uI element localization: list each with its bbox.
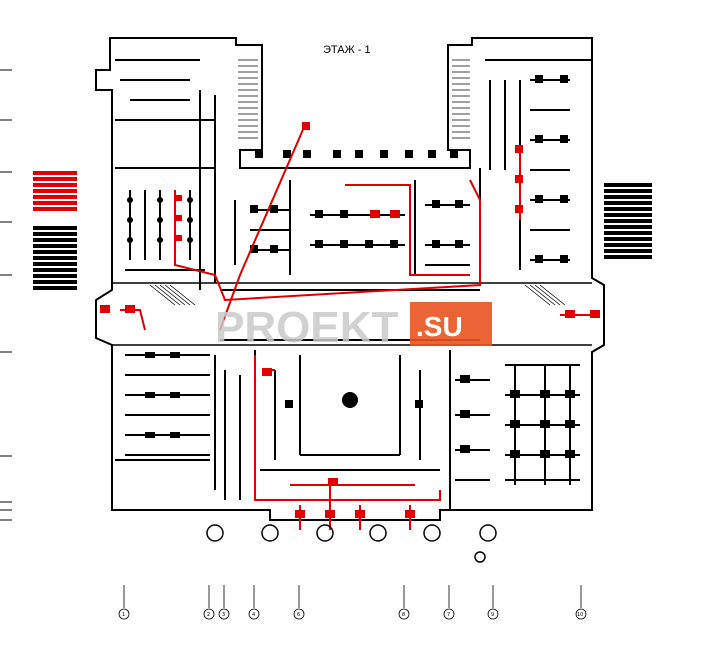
axis-label: 9 xyxy=(491,612,494,618)
watermark-suffix-box xyxy=(410,302,492,346)
legend-red xyxy=(33,171,77,211)
axis-label: 8 xyxy=(402,612,405,618)
legend-black-left xyxy=(33,226,77,290)
watermark-suffix: .SU xyxy=(416,311,463,342)
axis-label: 1 xyxy=(122,612,125,618)
left-dimension-ticks xyxy=(0,69,12,521)
watermark-text: PROEKT xyxy=(215,303,398,352)
atrium-columns xyxy=(255,150,458,158)
axis-label: 10 xyxy=(577,612,583,618)
red-fixtures xyxy=(100,122,600,518)
axis-label: 6 xyxy=(297,612,300,618)
black-wiring xyxy=(115,59,580,500)
black-fixtures xyxy=(127,75,575,458)
floor-title: ЭТАЖ - 1 xyxy=(323,44,371,56)
axis-label: 2 xyxy=(207,612,210,618)
porch-columns xyxy=(206,524,497,563)
watermark: PROEKT .SU xyxy=(215,302,492,352)
axis-markers xyxy=(118,585,587,620)
building-walls xyxy=(95,37,605,521)
axis-label: 3 xyxy=(222,612,225,618)
legend-black-right xyxy=(604,183,652,259)
axis-labels: 1 2 3 4 6 8 7 9 10 xyxy=(122,612,583,618)
staircases xyxy=(149,59,566,306)
axis-label: 4 xyxy=(252,612,255,618)
axis-label: 7 xyxy=(447,612,450,618)
